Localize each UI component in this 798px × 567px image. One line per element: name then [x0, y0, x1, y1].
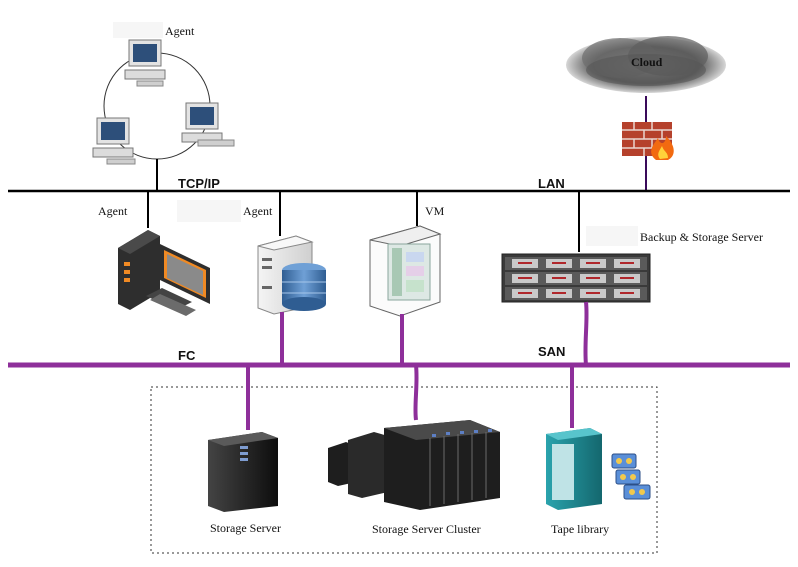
san-link-cluster: [413, 364, 419, 421]
storage-cluster-icon: [328, 420, 500, 510]
firewall-icon: [622, 122, 674, 160]
storage-zone-box: [150, 386, 658, 554]
backup-storage-server-icon: [501, 253, 651, 303]
tape-cartridge-icon: [611, 453, 637, 469]
san-link-backup: [583, 301, 589, 366]
label-backdrop: [177, 200, 241, 222]
fc-label: FC: [178, 348, 196, 363]
desktop-pc-icon: [124, 39, 166, 87]
tape-cartridge-icon: [615, 469, 641, 485]
label-backdrop: [586, 226, 638, 246]
cloud-group: Cloud: [566, 36, 726, 191]
desktop-pc-icon: [181, 102, 235, 147]
workstation-icon: [118, 230, 210, 316]
cloud-label: Cloud: [631, 55, 663, 69]
label-backdrop: [113, 22, 163, 38]
lan-label: LAN: [538, 176, 565, 191]
agent-db-label: Agent: [243, 204, 273, 218]
vm-server-icon: [369, 225, 442, 317]
cluster-label: Storage Server Cluster: [372, 522, 481, 536]
tape-cartridge-icon: [623, 484, 651, 500]
storage-server-icon: [208, 432, 278, 512]
vm-label: VM: [425, 204, 445, 218]
desktop-pc-icon: [92, 117, 136, 165]
agent-desktop-label: Agent: [98, 204, 128, 218]
san-label: SAN: [538, 344, 565, 359]
storage-server-label: Storage Server: [210, 521, 281, 535]
agent-top-label: Agent: [165, 24, 195, 38]
tape-library-label: Tape library: [551, 522, 609, 536]
tape-library-icon: [546, 428, 651, 510]
database-server-icon: [257, 235, 326, 315]
backup-label: Backup & Storage Server: [640, 230, 763, 244]
tcpip-label: TCP/IP: [178, 176, 220, 191]
agent-ring-group: Agent: [92, 22, 235, 191]
